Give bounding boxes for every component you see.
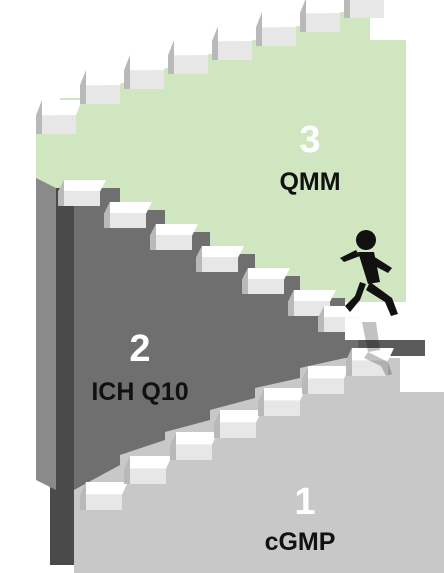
level-3-step-4-side — [168, 40, 174, 74]
level-3-step-5-front — [212, 41, 252, 60]
level-1-step-2-side — [124, 456, 130, 484]
level-3-step-4-front — [168, 55, 208, 74]
level-1-step-7-front — [346, 360, 388, 376]
runner-reflection — [362, 322, 392, 376]
level-3-step-8-front — [344, 0, 384, 18]
level-1-step-2-front — [124, 468, 166, 484]
level-2-side-shadow — [36, 178, 56, 490]
level-3-step-1-side — [36, 100, 42, 134]
level-3-step-5-side — [212, 26, 218, 60]
level-2-step-2-top — [104, 202, 152, 214]
level-3-step-5-top — [212, 26, 258, 42]
level-2-step-6-front — [288, 301, 330, 316]
level-1-step-6-front — [302, 378, 344, 394]
level-1-step-5-top — [258, 388, 306, 401]
level-1-step-1-top — [80, 482, 128, 495]
level-1-step-3-top — [170, 432, 218, 445]
level-1-step-2-top — [124, 456, 172, 469]
level-1-name: cGMP — [264, 528, 336, 556]
level-1-step-5-side — [258, 388, 264, 416]
level-2-step-4-front — [196, 257, 238, 272]
level-2-step-6-side — [288, 290, 294, 316]
level-3-step-2-top — [80, 70, 126, 86]
level-1-steps — [80, 348, 394, 510]
level-3-step-7-top — [300, 0, 346, 14]
level-3-step-2-front — [80, 85, 120, 104]
level-3-step-4-top — [168, 40, 214, 56]
level-1-floor — [74, 358, 444, 573]
level-2-number: 2 — [129, 328, 151, 370]
level-1-step-4-top — [214, 410, 262, 423]
level-2-step-7-side — [318, 306, 324, 332]
level-2-step-3-front — [150, 235, 192, 250]
level-1-step-7-side — [346, 348, 352, 376]
level-2-step-7-top — [318, 306, 366, 318]
landing — [345, 318, 420, 340]
level-2-step-5-side — [242, 268, 248, 294]
level-2-step-3-side — [150, 224, 156, 250]
level-1-step-4-side — [214, 410, 220, 438]
level-3-step-6-side — [256, 12, 262, 46]
level-3-step-1-top — [36, 100, 82, 116]
level-3-number: 3 — [299, 119, 321, 161]
level-2-step-1-top — [58, 180, 106, 192]
level-3-step-6-front — [256, 27, 296, 46]
level-2-step-1-front — [58, 191, 100, 206]
level-3-name: QMM — [279, 168, 341, 196]
level-2-step-5-front — [242, 279, 284, 294]
level-1-number: 1 — [294, 481, 316, 523]
level-3-step-8-side — [344, 0, 350, 18]
level-1-step-3-side — [170, 432, 176, 460]
level-3-step-1-front — [36, 115, 76, 134]
level-2-step-5-top — [242, 268, 290, 280]
level-2-step-1-side — [58, 180, 64, 206]
level-2-step-3-top — [150, 224, 198, 236]
level-2-step-6-top — [288, 290, 336, 302]
level-1-step-7-top — [346, 348, 394, 361]
level-3-step-3-front — [124, 70, 164, 89]
level-2-name: ICH Q10 — [91, 378, 189, 406]
level-1-step-1-front — [80, 494, 122, 510]
level-2-step-4-top — [196, 246, 244, 258]
level-2-step-2-side — [104, 202, 110, 228]
running-person-icon — [340, 230, 398, 316]
level-3-step-6-top — [256, 12, 302, 28]
level-1-step-5-front — [258, 400, 300, 416]
level-1-step-6-side — [302, 366, 308, 394]
level-3-step-7-side — [300, 0, 306, 32]
level-1-step-1-side — [80, 482, 86, 510]
level-2-step-4-side — [196, 246, 202, 272]
level-3-steps — [36, 0, 384, 134]
level-2-steps — [58, 180, 366, 332]
level-2-step-2-front — [104, 213, 146, 228]
level-1-step-3-front — [170, 444, 212, 460]
level-1-step-6-top — [302, 366, 350, 379]
level-3-step-7-front — [300, 13, 340, 33]
level-3-step-2-side — [80, 70, 86, 104]
level-1-step-4-front — [214, 422, 256, 438]
level-3-step-3-top — [124, 55, 170, 71]
level-3-step-3-side — [124, 55, 130, 89]
